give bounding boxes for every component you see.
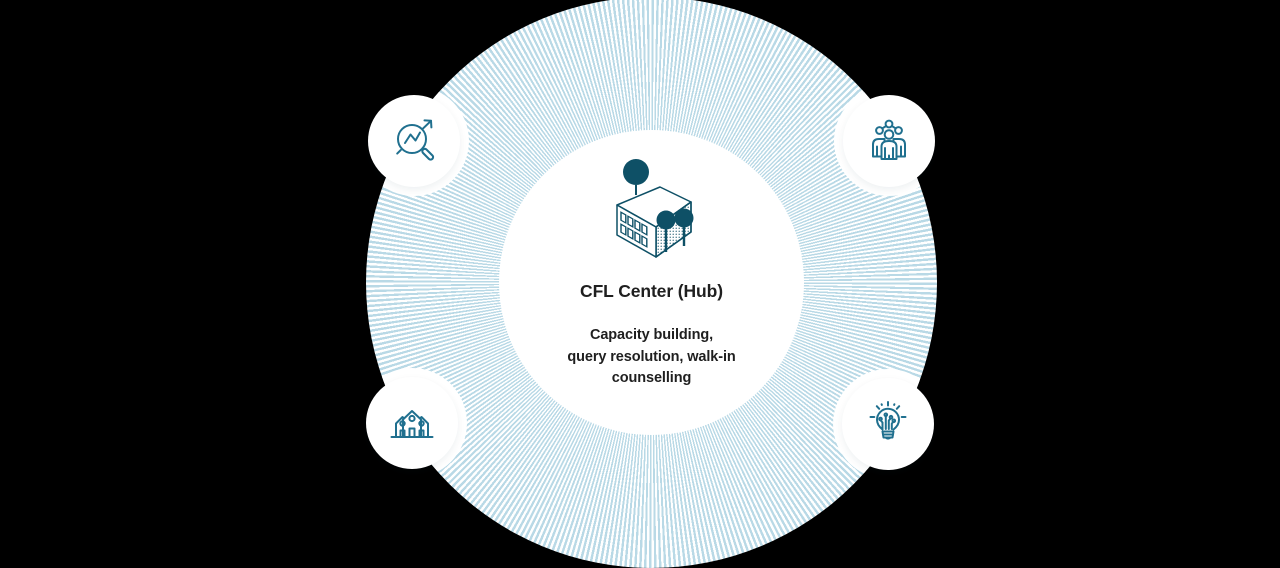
cfl-hub-spoke-diagram: CFL Center (Hub) Capacity building, quer… <box>0 0 1280 549</box>
hub-circle: CFL Center (Hub) Capacity building, quer… <box>499 130 804 435</box>
houses-icon <box>388 399 436 447</box>
people-group-icon <box>865 117 913 165</box>
hub-title: CFL Center (Hub) <box>499 282 804 300</box>
hub-description-line: counselling <box>499 368 804 390</box>
node-bottom-left <box>366 377 458 469</box>
trend-magnifier-icon <box>390 117 438 165</box>
lightbulb-circuit-icon <box>864 400 912 448</box>
hub-description-line: query resolution, walk-in <box>499 347 804 369</box>
cfl-center-building-icon <box>606 158 698 258</box>
hub-description-line: Capacity building, <box>499 325 804 347</box>
node-top-left <box>368 95 460 187</box>
hub-description: Capacity building, query resolution, wal… <box>499 325 804 390</box>
node-bottom-right <box>842 378 934 470</box>
node-top-right <box>843 95 935 187</box>
